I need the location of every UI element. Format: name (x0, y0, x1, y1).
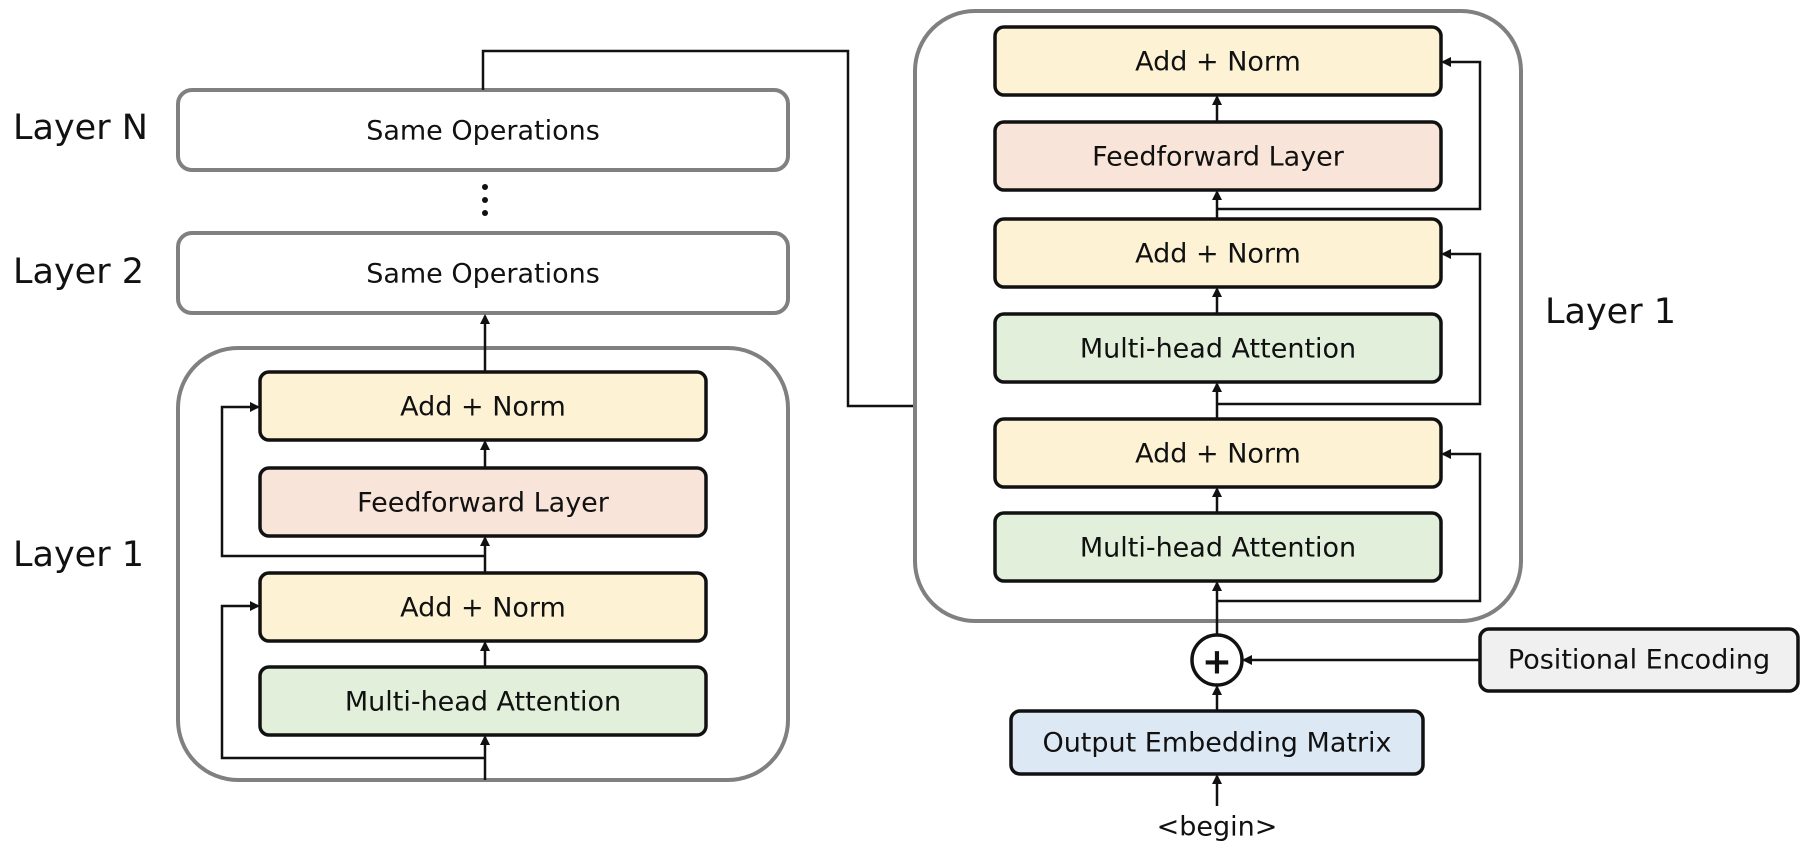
dot-1 (482, 184, 488, 190)
decoder-layer-1-label: Layer 1 (1545, 292, 1676, 332)
positional-encoding-text: Positional Encoding (1508, 645, 1770, 676)
encoder-layer-2-box (176, 231, 790, 315)
encoder-feedforward-text: Feedforward Layer (357, 488, 610, 519)
decoder-add-norm-1-text: Add + Norm (1135, 439, 1301, 470)
dot-2 (482, 197, 488, 203)
encoder-layer-n-label: Layer N (13, 108, 148, 148)
encoder-layer-2-text: Same Operations (366, 259, 600, 290)
decoder-cross-attention-text: Multi-head Attention (1080, 334, 1356, 365)
dot-3 (482, 210, 488, 216)
encoder-layer-2-label: Layer 2 (13, 252, 144, 292)
encoder-add-norm-bottom-text: Add + Norm (400, 593, 566, 624)
decoder-self-attention-text: Multi-head Attention (1080, 533, 1356, 564)
output-embedding-text: Output Embedding Matrix (1042, 728, 1391, 759)
encoder-attention-text: Multi-head Attention (345, 687, 621, 718)
decoder-add-norm-3-text: Add + Norm (1135, 47, 1301, 78)
decoder-arrows (1212, 57, 1482, 806)
decoder-feedforward-text: Feedforward Layer (1092, 142, 1345, 173)
encoder-layer-1-label: Layer 1 (13, 535, 144, 575)
decoder-add-norm-2-text: Add + Norm (1135, 239, 1301, 270)
encoder-layer-n-text: Same Operations (366, 116, 600, 147)
begin-token: <begin> (1157, 812, 1278, 843)
encoder-add-norm-top-text: Add + Norm (400, 392, 566, 423)
plus-symbol: + (1202, 642, 1232, 683)
